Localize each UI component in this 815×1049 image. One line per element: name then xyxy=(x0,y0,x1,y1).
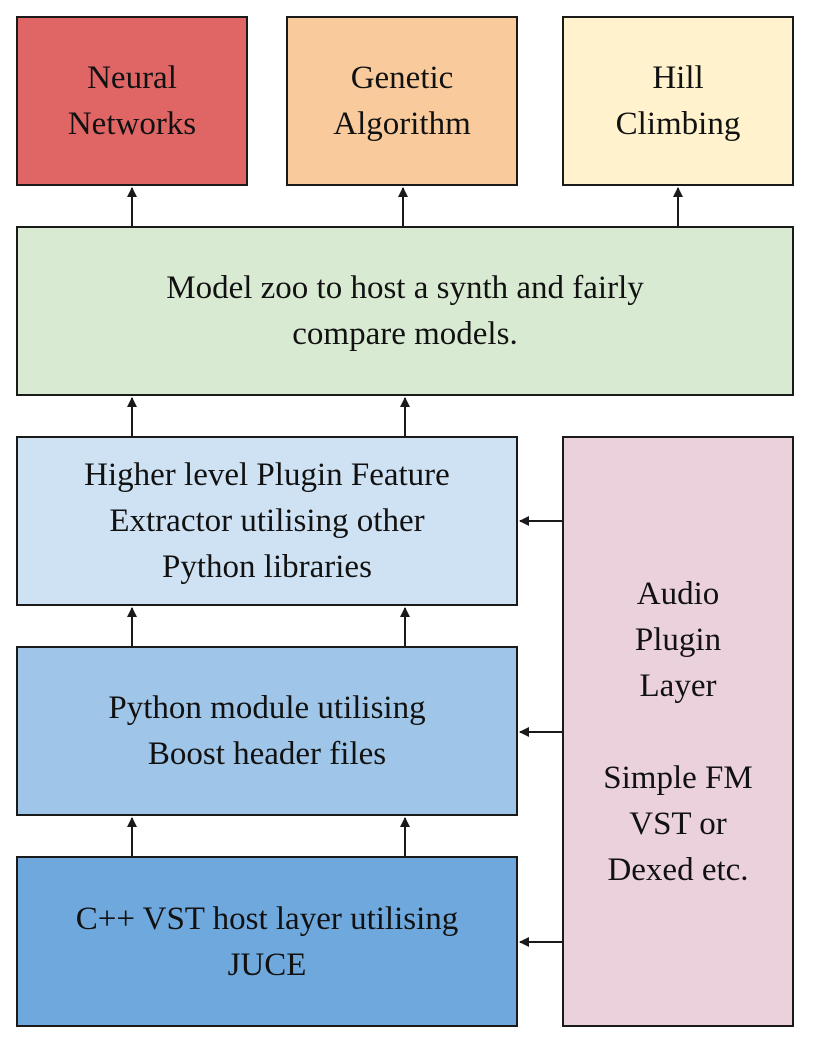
hill-climbing-label: Hill Climbing xyxy=(615,60,741,142)
neural-networks-box: Neural Networks xyxy=(16,16,248,186)
feature-extractor-box: Higher level Plugin Feature Extractor ut… xyxy=(16,436,518,606)
neural-networks-label: Neural Networks xyxy=(67,60,197,142)
audio-plugin-label: Audio Plugin Layer Simple FM VST or Dexe… xyxy=(603,575,753,888)
cpp-host-label: C++ VST host layer utilising JUCE xyxy=(75,900,459,983)
python-module-label: Python module utilising Boost header fil… xyxy=(108,690,426,772)
genetic-algorithm-label: Genetic Algorithm xyxy=(333,60,471,142)
feature-extractor-label: Higher level Plugin Feature Extractor ut… xyxy=(84,457,450,585)
python-module-box: Python module utilising Boost header fil… xyxy=(16,646,518,816)
model-zoo-box: Model zoo to host a synth and fairly com… xyxy=(16,226,794,396)
hill-climbing-box: Hill Climbing xyxy=(562,16,794,186)
audio-plugin-box: Audio Plugin Layer Simple FM VST or Dexe… xyxy=(562,436,794,1027)
model-zoo-label: Model zoo to host a synth and fairly com… xyxy=(166,270,644,352)
cpp-host-box: C++ VST host layer utilising JUCE xyxy=(16,856,518,1027)
genetic-algorithm-box: Genetic Algorithm xyxy=(286,16,518,186)
